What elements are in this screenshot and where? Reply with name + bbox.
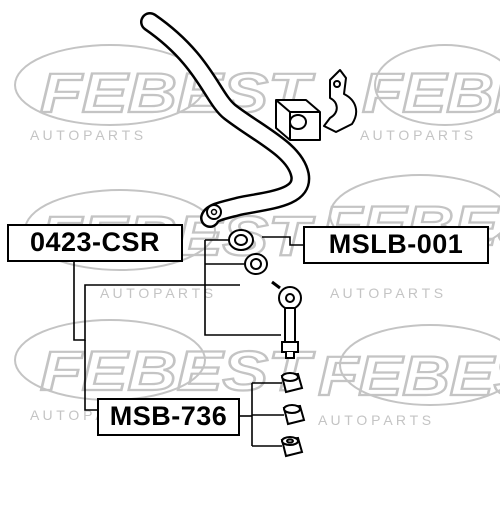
bar-bushing-edge (275, 99, 320, 140)
watermark-logo: FEBEST A U T O P A R T S (317, 324, 500, 428)
leader-0423-csr-bracket (204, 240, 281, 336)
part-number-mslb-001[interactable]: MSLB-001 (303, 226, 489, 264)
leader-0423-csr (73, 262, 240, 341)
part-number-0423-csr[interactable]: 0423-CSR (7, 224, 183, 262)
watermark-tagline: A U T O P A R T S (318, 412, 431, 428)
small-bushing (280, 436, 304, 458)
watermark-tagline: A U T O P A R T S (330, 285, 443, 301)
leader-mslb-001 (262, 236, 303, 246)
link-bushing-upper-hole (234, 234, 248, 246)
link-stud-top (271, 280, 281, 290)
watermark-brand: FEBEST (40, 61, 316, 124)
watermark-brand: FEBEST (40, 339, 316, 402)
part-number-msb-736[interactable]: MSB-736 (97, 398, 240, 436)
watermark-tagline: A U T O P A R T S (360, 127, 473, 143)
bar-fill (142, 14, 308, 226)
stabilizer-bar (140, 12, 311, 228)
link-bushings (228, 229, 268, 275)
bar-bushing-hole (289, 114, 307, 130)
watermark-oval (374, 44, 500, 126)
link-ball-joint-center (285, 293, 295, 303)
watermark-brand: FEBEST (362, 61, 500, 124)
bar-end-eye (206, 204, 222, 220)
bushing-bracket (323, 69, 358, 133)
bracket-bolt-hole (333, 80, 341, 88)
watermark-logo: FEBEST A U T O P A R T S (360, 44, 500, 143)
small-bushing (280, 372, 304, 394)
watermark-tagline: A U T O P A R T S (100, 285, 213, 301)
stabilizer-link (271, 280, 302, 359)
small-bushings (280, 372, 306, 458)
link-stud-bottom (285, 352, 295, 359)
watermark-logo: FEBEST A U T O P A R T S (14, 44, 317, 143)
watermark-brand: FEBEST (318, 344, 500, 407)
watermark-oval (339, 324, 500, 406)
small-bushing (282, 404, 306, 426)
leader-0423-to-msb (84, 340, 97, 411)
watermark-tagline: A U T O P A R T S (30, 127, 143, 143)
link-rod (284, 307, 296, 343)
leader-lines (73, 236, 303, 447)
link-bushing-lower-hole (250, 258, 262, 270)
bar-end-hole (210, 208, 218, 216)
bar-bushing-assembly (275, 69, 358, 141)
link-nut (281, 341, 299, 353)
